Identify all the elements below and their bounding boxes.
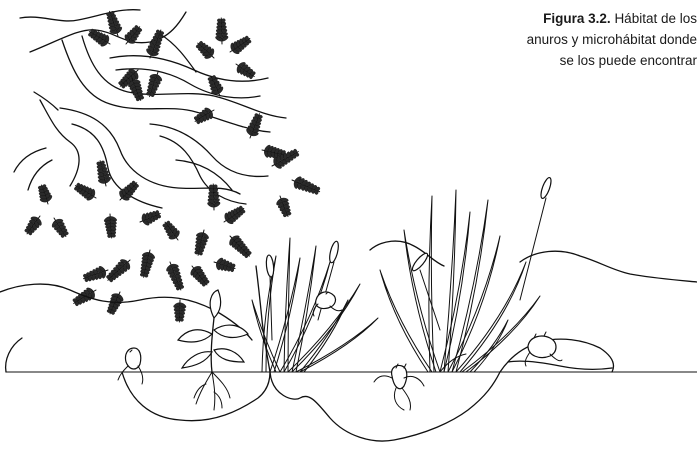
- leaf-frond: [38, 184, 53, 204]
- leaf-frond: [236, 61, 256, 79]
- leaf-frond: [163, 220, 181, 240]
- leaf-frond: [214, 257, 236, 272]
- leaf-frond: [119, 181, 139, 202]
- leaf-frond: [25, 216, 43, 236]
- reed-blade: [296, 318, 378, 372]
- leaf-frond: [196, 41, 215, 60]
- caption-line-3: se los puede encontrar: [397, 50, 697, 71]
- leaf-frond: [215, 18, 229, 44]
- leaf-frond: [165, 262, 184, 291]
- leaf-frond: [190, 266, 210, 287]
- leaf-frond: [230, 36, 252, 55]
- cattail-head: [328, 240, 340, 263]
- frog-on-reed: [313, 292, 342, 316]
- leaf-frond: [82, 265, 108, 282]
- leaf-frond: [145, 29, 164, 58]
- caption-line-1: Hábitat de los: [614, 11, 697, 26]
- leaf-frond: [173, 300, 187, 322]
- leaf-frond: [140, 210, 162, 226]
- leaf-frond: [74, 183, 96, 201]
- cattail-stem: [420, 270, 440, 330]
- cattail-stem: [520, 198, 546, 300]
- caption-line-2: anuros y microhábitat donde: [397, 29, 697, 50]
- leaf-frond: [275, 196, 291, 218]
- leaf-frond: [106, 10, 123, 36]
- cattail-head: [539, 176, 553, 199]
- reeds: [252, 176, 553, 372]
- leaf-frond: [103, 214, 117, 238]
- leaf-frond: [229, 235, 252, 258]
- cattail-head: [265, 255, 274, 278]
- reed-blade: [462, 296, 540, 372]
- frog-right-bank: [525, 332, 562, 366]
- leaf-frond: [194, 230, 209, 256]
- reed-blade: [452, 200, 488, 372]
- frog-swimming: [374, 364, 424, 410]
- leaf-frond: [140, 250, 156, 278]
- cattail-head: [410, 251, 430, 272]
- leaf-frond: [245, 113, 262, 138]
- leaf-frond: [51, 218, 68, 238]
- leaf-frond: [88, 29, 110, 47]
- leaf-frond: [124, 25, 142, 44]
- leaf-frond: [107, 292, 124, 315]
- aquatic-plant: [178, 290, 248, 410]
- frog-left-bank: [118, 348, 143, 384]
- leaf-frond: [193, 107, 214, 124]
- reed-blade: [444, 190, 456, 372]
- leaf-frond: [292, 176, 321, 195]
- leaf-frond: [106, 259, 131, 283]
- leaf-frond: [224, 206, 246, 225]
- caption-label: Figura 3.2.: [543, 11, 611, 26]
- figure-caption: Figura 3.2. Hábitat de los anuros y micr…: [397, 8, 697, 71]
